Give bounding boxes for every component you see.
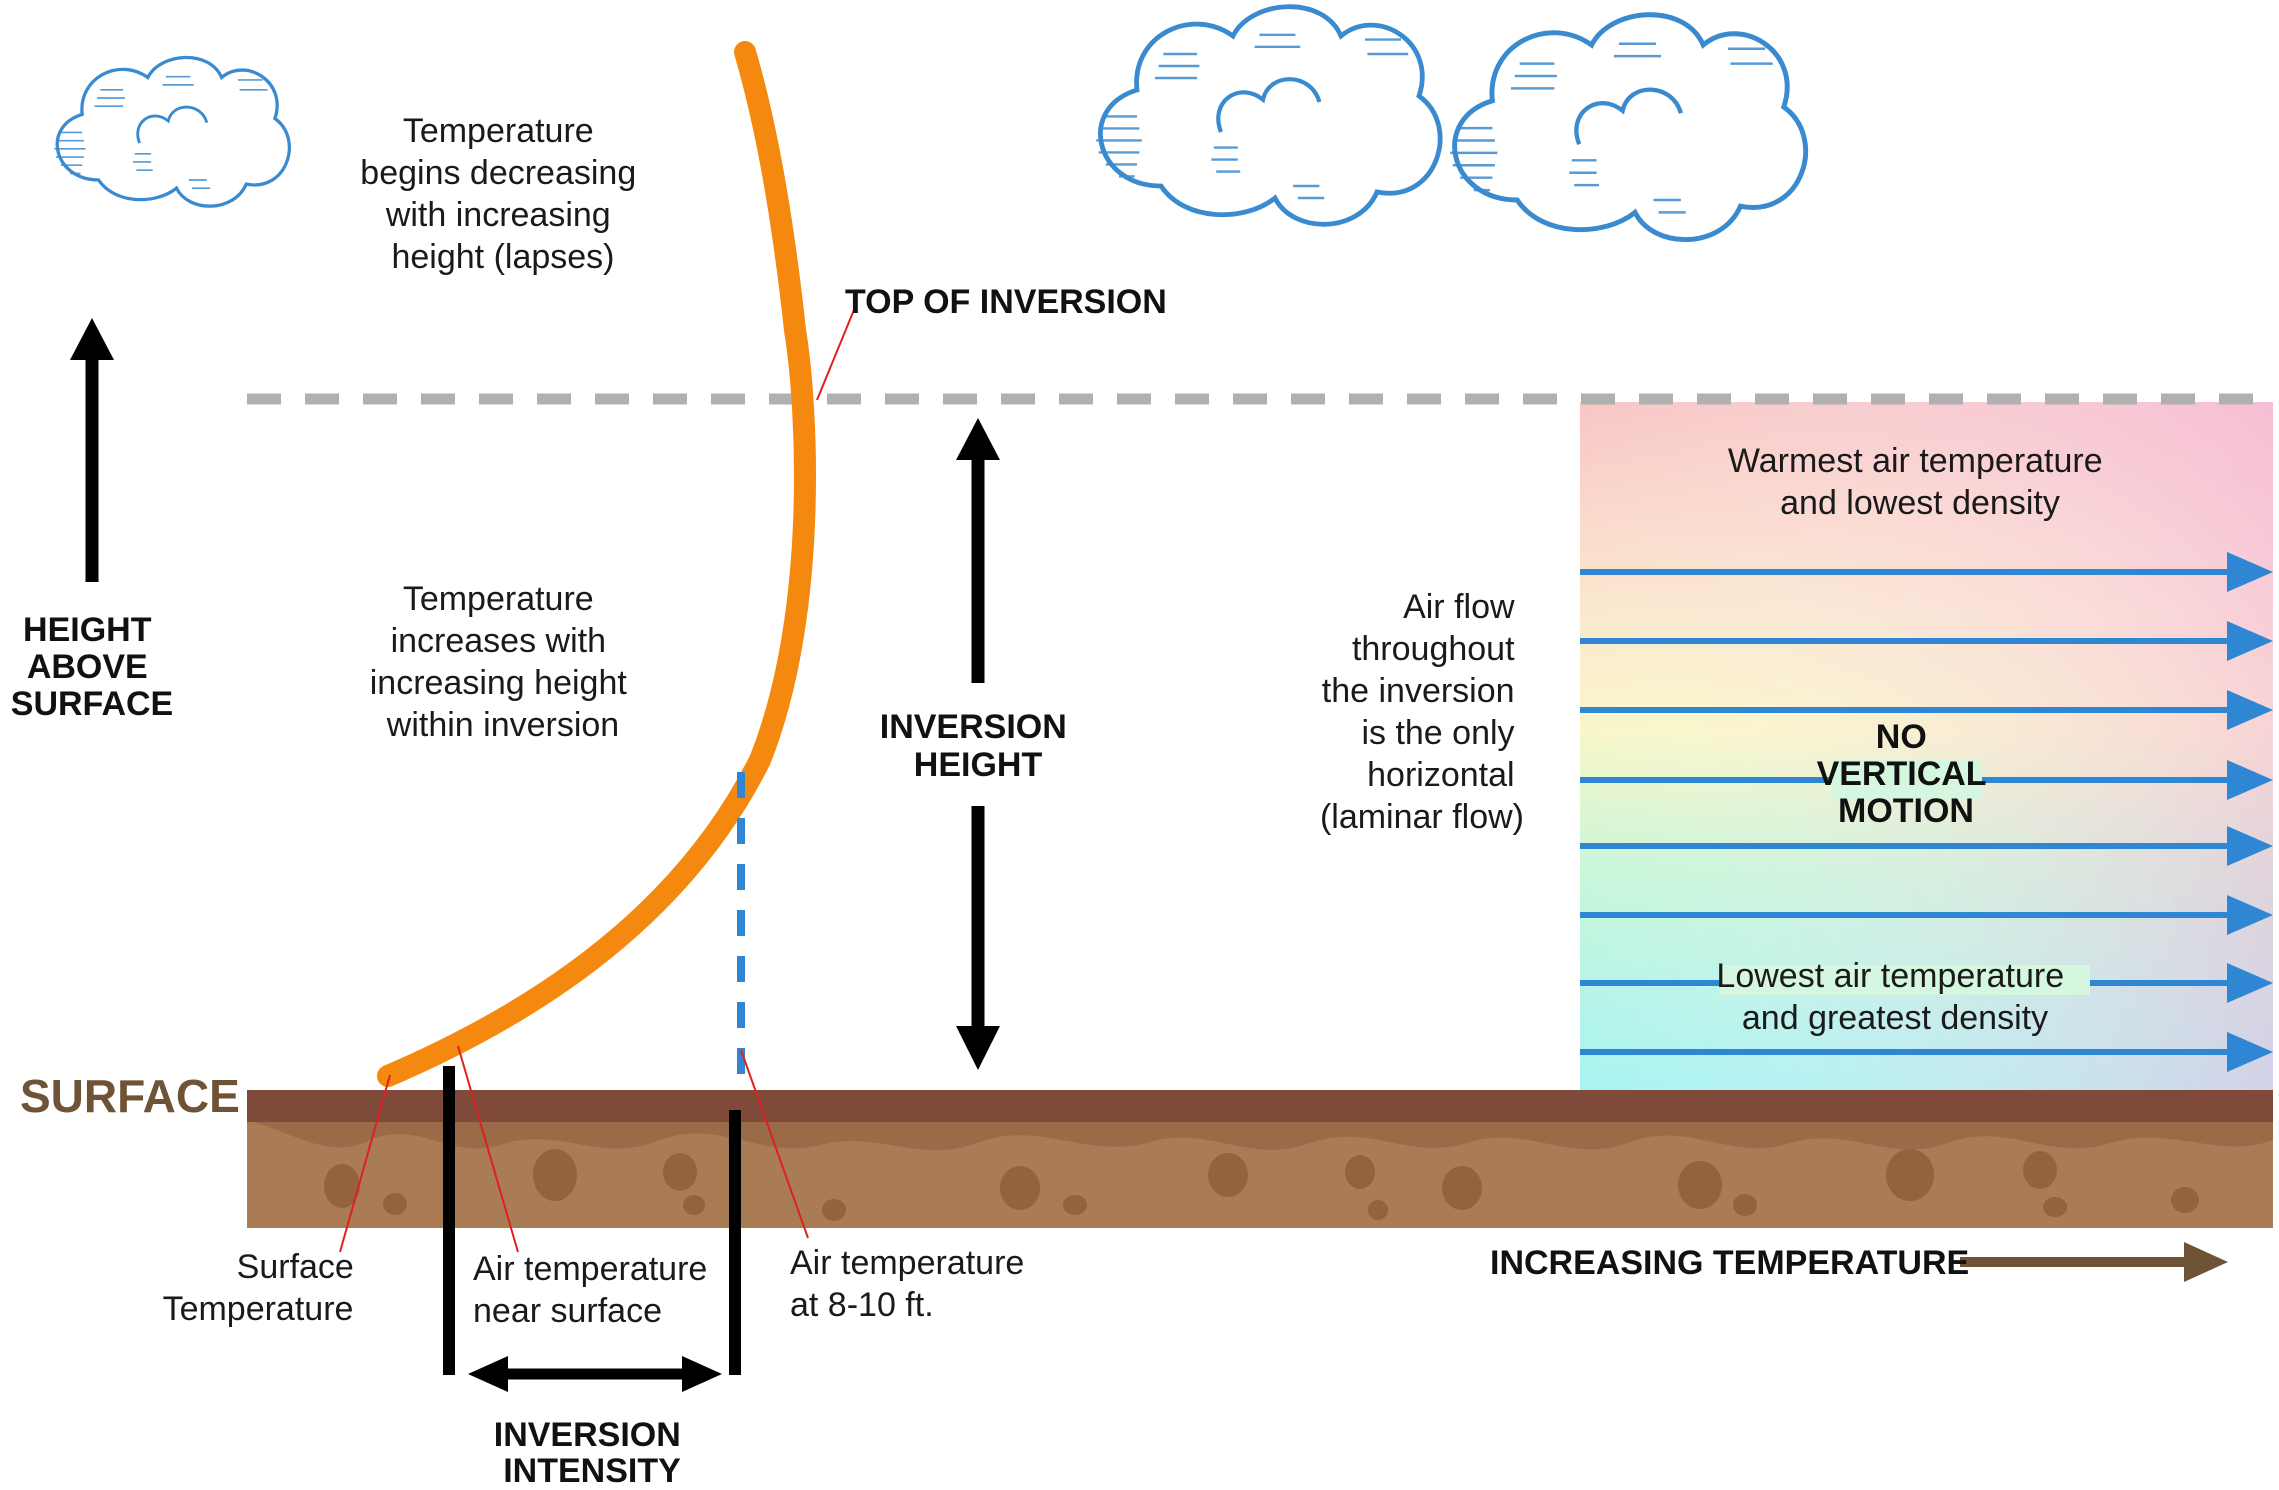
leader-top-of-inversion — [816, 304, 857, 401]
double-arrow-icon — [468, 1356, 722, 1392]
increase-text: Temperature increases with increasing he… — [370, 580, 637, 744]
surface-label: SURFACE — [20, 1070, 240, 1122]
clouds — [52, 7, 1805, 240]
label-backing — [1720, 965, 2090, 995]
cloud-icon — [1450, 15, 1805, 240]
inversion-intensity-label: INVERSION INTENSITY — [494, 1416, 691, 1490]
inversion-height-double-arrow — [956, 418, 1000, 1070]
ground-surface — [247, 1090, 2273, 1228]
air-flow-text: Air flow throughout the inversion is the… — [1320, 588, 1524, 836]
leader-air-temp-near-surface — [457, 1045, 519, 1253]
air-flow-arrow — [1580, 826, 2273, 866]
air-flow-arrow — [1580, 690, 2273, 730]
leader-lines — [339, 304, 857, 1253]
top-of-inversion-label: TOP OF INVERSION — [845, 283, 1167, 321]
temperature-profile-curve — [377, 41, 816, 1087]
no-vertical-motion-label: NO VERTICAL MOTION — [1817, 718, 1996, 830]
air-flow-arrow — [1580, 895, 2273, 935]
cloud-icon — [52, 55, 291, 208]
cloud-icon — [1096, 7, 1440, 225]
horizontal-air-flow-arrows — [1580, 552, 2273, 1072]
increasing-temperature-label: INCREASING TEMPERATURE — [1490, 1244, 1969, 1282]
warmest-air-label: Warmest air temperature and lowest densi… — [1728, 442, 2112, 522]
right-arrow-icon — [1960, 1242, 2228, 1282]
inversion-intensity-bracket — [443, 1066, 741, 1392]
air-flow-arrow — [1580, 1032, 2273, 1072]
stable-air-layer-band — [1580, 402, 2273, 1090]
air-temp-8-10ft-label: Air temperature at 8-10 ft. — [790, 1244, 1034, 1324]
air-flow-arrow — [1580, 552, 2273, 592]
height-axis-label: HEIGHT ABOVE SURFACE — [11, 611, 173, 723]
lowest-air-label: Lowest air temperature and greatest dens… — [1716, 957, 2073, 1037]
leader-air-temp-8-10ft — [740, 1049, 809, 1239]
air-temp-near-surface-label: Air temperature near surface — [473, 1250, 717, 1330]
inversion-height-label: INVERSION HEIGHT — [880, 708, 1077, 784]
air-flow-arrow — [1580, 621, 2273, 661]
lapse-text: Temperature begins decreasing with incre… — [360, 112, 645, 276]
surface-temperature-label: Surface Temperature — [163, 1248, 364, 1328]
label-backing — [1832, 760, 1982, 800]
leader-surface-temperature — [339, 1074, 391, 1253]
up-arrow-icon — [70, 318, 114, 582]
